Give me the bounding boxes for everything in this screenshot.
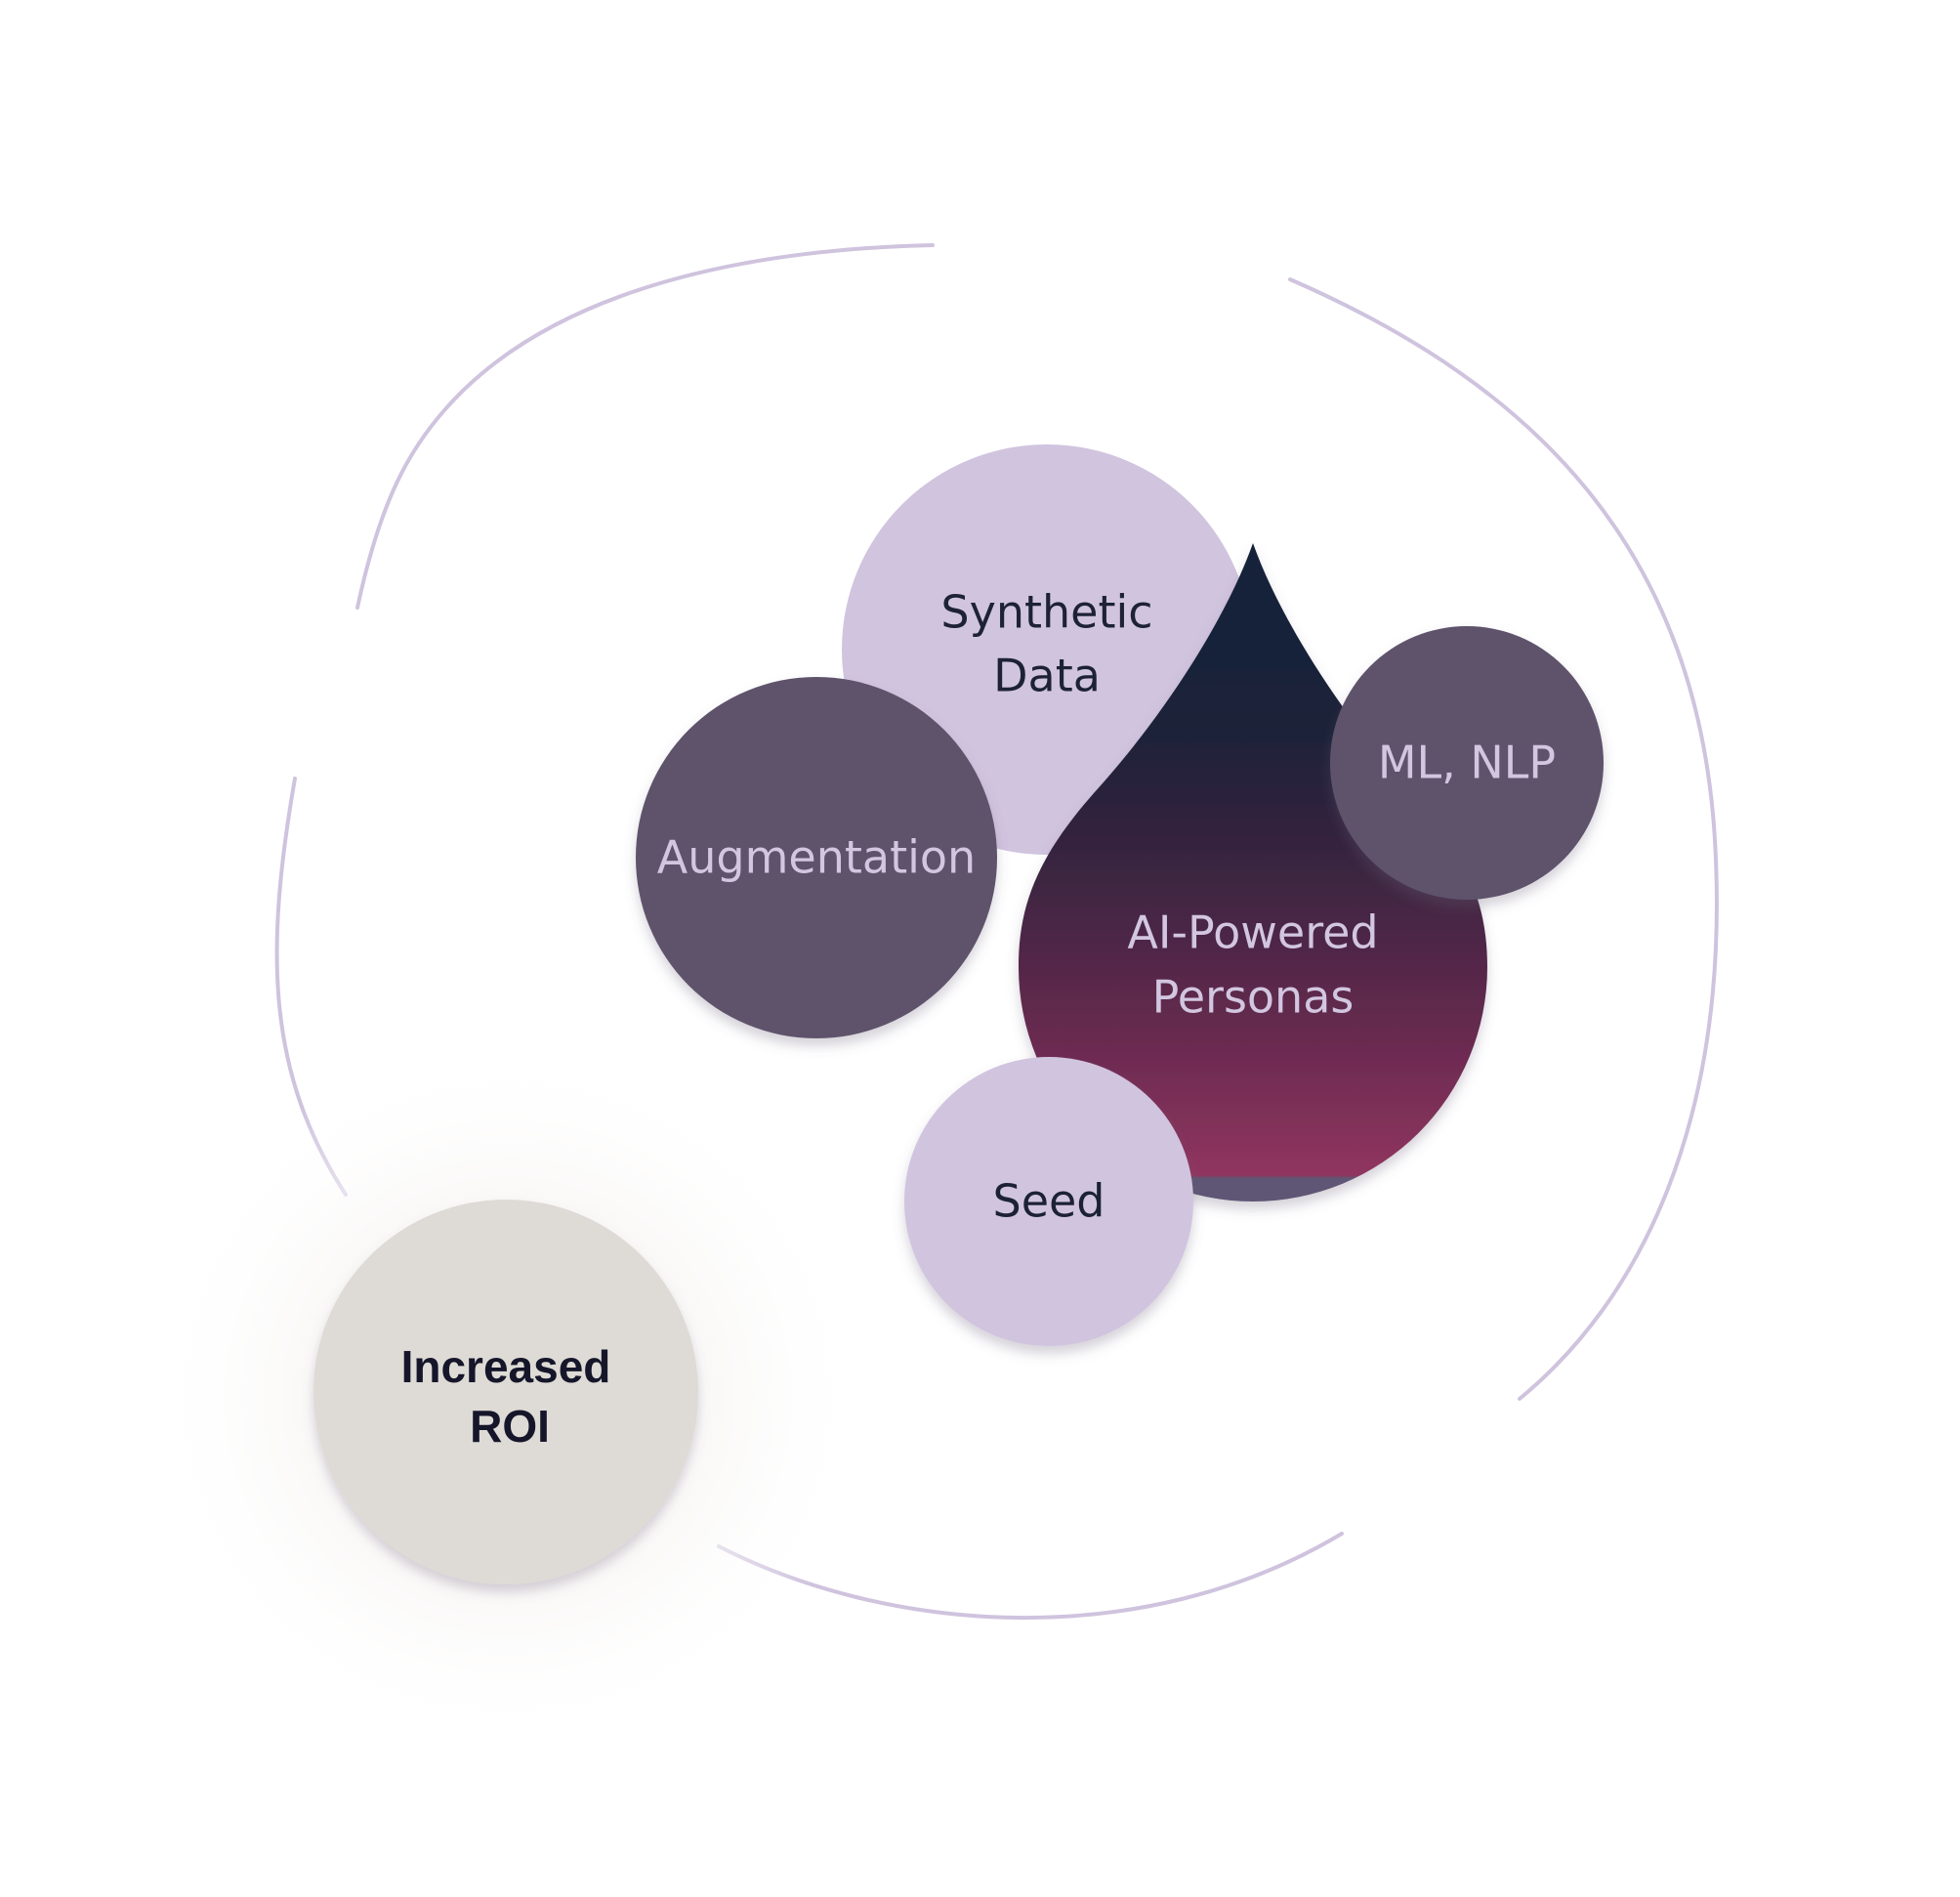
outer-ring-arc-top-left (355, 243, 935, 610)
node-seed: Seed (904, 1057, 1193, 1346)
node-ml-nlp: ML, NLP (1330, 626, 1604, 900)
augmentation-circle (636, 677, 997, 1038)
ai-personas-drop-shape (1019, 543, 1487, 1201)
synthetic-data-label-line2: Data (993, 650, 1101, 702)
node-ai-powered-personas: AI-Powered Personas (1019, 543, 1487, 1201)
ai-personas-label-line2: Personas (1152, 971, 1355, 1024)
synthetic-data-label-line1: Synthetic (940, 586, 1152, 639)
ml-nlp-circle (1330, 626, 1604, 900)
seed-label: Seed (993, 1175, 1105, 1228)
augmentation-label: Augmentation (657, 831, 976, 884)
ml-nlp-label: ML, NLP (1378, 737, 1556, 789)
outer-ring-arc-right (1288, 277, 1719, 1401)
node-augmentation: Augmentation (636, 677, 997, 1038)
ai-personas-label-line1: AI-Powered (1127, 906, 1378, 959)
node-increased-roi: Increased ROI (313, 1200, 698, 1584)
increased-roi-label-line2: ROI (470, 1401, 550, 1452)
increased-roi-circle (313, 1200, 698, 1584)
increased-roi-label-line1: Increased (401, 1341, 611, 1392)
seed-circle (904, 1057, 1193, 1346)
